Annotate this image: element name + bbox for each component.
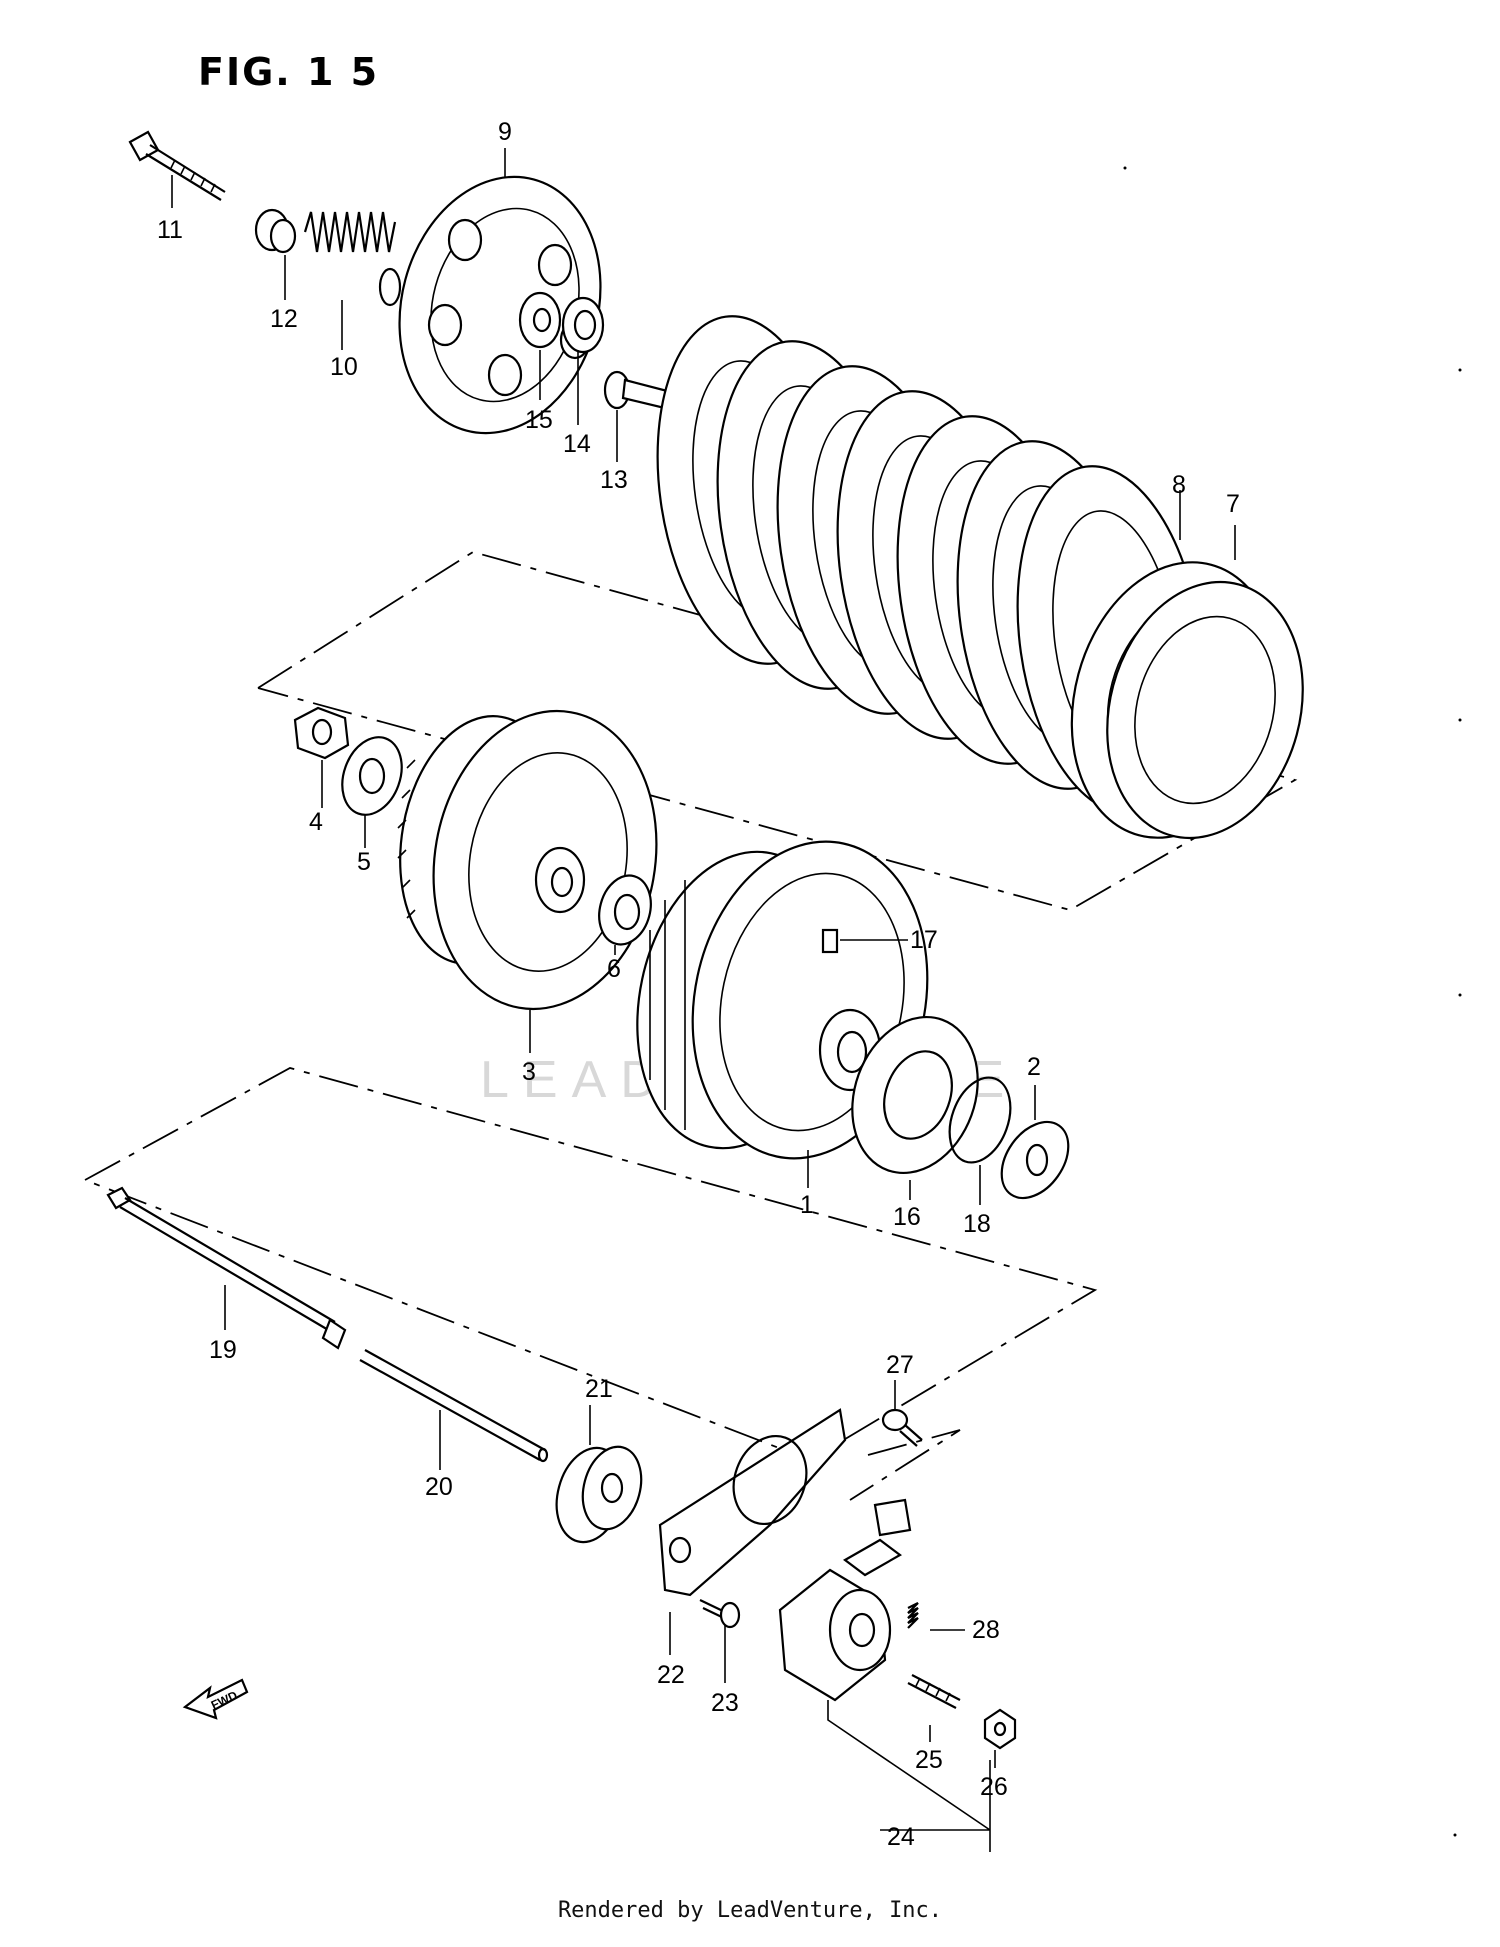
fwd-arrow-icon: FWD (182, 1678, 249, 1720)
callout-18: 18 (963, 1210, 991, 1238)
callout-7: 7 (1226, 490, 1240, 518)
part-15-washer (518, 291, 562, 349)
callout-1: 1 (800, 1191, 814, 1219)
part-12-cap (254, 208, 297, 254)
callout-16: 16 (893, 1203, 921, 1231)
callout-6: 6 (607, 955, 621, 983)
footer-credit: Rendered by LeadVenture, Inc. (557, 1898, 943, 1923)
callout-5: 5 (357, 848, 371, 876)
figure-title: FIG. 1 5 (198, 50, 380, 94)
part-25-stud (907, 1674, 961, 1709)
callout-14: 14 (563, 430, 591, 458)
part-14-bearing (561, 296, 605, 354)
callout-2: 2 (1027, 1053, 1041, 1081)
scan-specks (1123, 166, 1462, 1837)
part-24-release-assembly (778, 1498, 912, 1702)
part-6-washer (598, 874, 652, 946)
clutch-plate-stack (656, 315, 1304, 840)
part-11-bolt (128, 130, 226, 201)
callout-17: 17 (910, 926, 938, 954)
leader-lines (171, 148, 1236, 1852)
assembly-frames (84, 551, 1298, 1501)
fwd-label: FWD (209, 1688, 240, 1712)
callout-8: 8 (1172, 471, 1186, 499)
callout-11: 11 (157, 216, 183, 244)
part-26-nut (983, 1708, 1017, 1750)
part-16-gear (851, 1015, 979, 1175)
callout-3: 3 (522, 1058, 536, 1086)
part-2-thrust-washer (1000, 1120, 1070, 1200)
part-20-push-rod (359, 1349, 549, 1463)
part-21-oil-seal (555, 1445, 643, 1544)
callout-23: 23 (711, 1689, 739, 1717)
callout-25: 25 (915, 1746, 943, 1774)
part-4-nut (293, 706, 350, 760)
callout-21: 21 (585, 1375, 613, 1403)
part-18-circlip (948, 1076, 1012, 1164)
callout-4: 4 (309, 808, 323, 836)
callout-9: 9 (498, 118, 512, 146)
callout-15: 15 (525, 406, 553, 434)
callout-20: 20 (425, 1473, 453, 1501)
part-19-push-rod (106, 1186, 347, 1350)
callout-26: 26 (980, 1773, 1008, 1801)
callout-13: 13 (600, 466, 628, 494)
callout-labels: 1 2 3 4 5 6 7 8 9 10 11 12 13 14 15 16 1… (157, 118, 1240, 1851)
part-27-bolt (881, 1408, 923, 1447)
callout-19: 19 (209, 1336, 237, 1364)
part-10-spring (303, 211, 402, 307)
callout-24: 24 (887, 1823, 915, 1851)
callout-12: 12 (270, 305, 298, 333)
part-1-clutch-housing (636, 840, 929, 1160)
part-28-spring (907, 1602, 919, 1629)
part-3-sleeve-hub (397, 709, 658, 1011)
callout-10: 10 (330, 353, 358, 381)
part-22-gasket (658, 1408, 847, 1597)
callout-22: 22 (657, 1661, 685, 1689)
callout-27: 27 (886, 1351, 914, 1379)
part-23-screw (699, 1599, 741, 1629)
callout-28: 28 (972, 1616, 1000, 1644)
part-5-lock-washer (341, 736, 403, 816)
